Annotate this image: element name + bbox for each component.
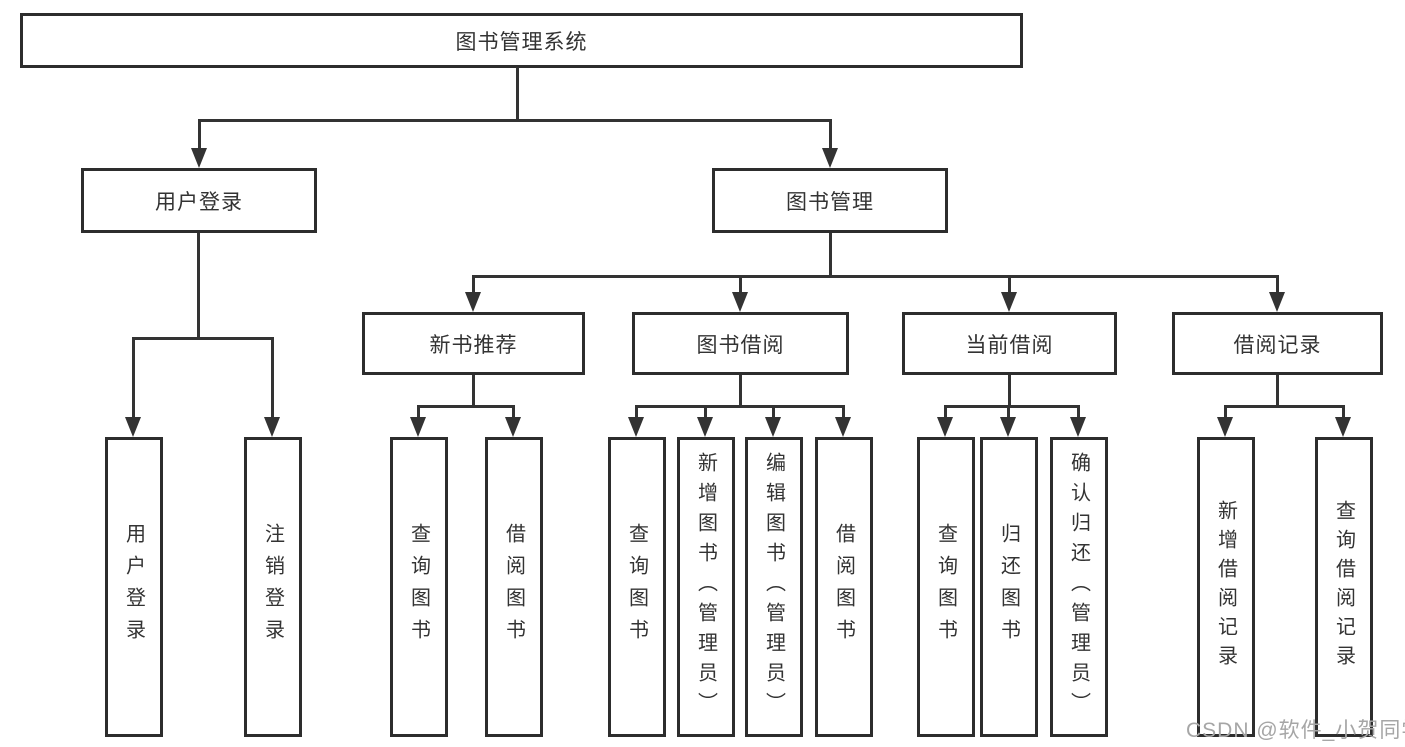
node-borrow-record-label: 借阅记录 [1233, 333, 1322, 357]
node-current-borrow: 当前借阅 [902, 312, 1117, 375]
node-book-borrow-label: 图书借阅 [696, 333, 785, 357]
leaf-add-borrow-record-label: 新增借阅记录 [1214, 500, 1237, 674]
arrow-down-icon [1000, 417, 1016, 437]
leaf-user-login: 用户登录 [105, 437, 163, 737]
arrow-down-icon [465, 292, 481, 312]
arrow-down-icon [937, 417, 953, 437]
connector-line [1077, 405, 1080, 421]
arrow-down-icon [835, 417, 851, 437]
arrow-down-icon [1001, 292, 1017, 312]
leaf-logout-label: 注销登录 [261, 523, 284, 651]
leaf-query-book-borrow: 查询图书 [608, 437, 666, 737]
connector-line [944, 405, 1080, 408]
node-user-login-label: 用户登录 [155, 190, 243, 214]
leaf-borrow-book-label: 借阅图书 [832, 523, 855, 651]
node-borrow-record: 借阅记录 [1172, 312, 1383, 375]
arrow-down-icon [628, 417, 644, 437]
connector-line [635, 405, 845, 408]
arrow-down-icon [125, 417, 141, 437]
leaf-add-book-admin-label: 新增图书（管理员） [694, 452, 717, 722]
connector-line [842, 405, 845, 421]
leaf-query-book-current: 查询图书 [917, 437, 975, 737]
connector-line [516, 67, 519, 119]
arrow-down-icon [1335, 417, 1351, 437]
leaf-add-book-admin: 新增图书（管理员） [677, 437, 735, 737]
connector-line [472, 275, 475, 295]
connector-line [417, 405, 420, 421]
node-book-management-label: 图书管理 [786, 190, 874, 214]
connector-line [829, 233, 832, 278]
connector-line [1224, 405, 1227, 421]
leaf-user-login-label: 用户登录 [122, 523, 145, 651]
leaf-confirm-return-admin-label: 确认归还（管理员） [1067, 452, 1090, 722]
connector-line [829, 119, 832, 151]
node-book-management: 图书管理 [712, 168, 948, 233]
node-user-login: 用户登录 [81, 168, 317, 233]
arrow-down-icon [191, 148, 207, 168]
csdn-watermark: CSDN @软件_小贺同学 [1186, 719, 1405, 742]
node-new-book-recommend-label: 新书推荐 [429, 333, 518, 357]
connector-line [197, 233, 200, 340]
connector-line [1342, 405, 1345, 421]
connector-line [472, 275, 1279, 278]
connector-line [198, 119, 832, 122]
leaf-query-book-current-label: 查询图书 [934, 523, 957, 651]
arrow-down-icon [1269, 292, 1285, 312]
leaf-edit-book-admin-label: 编辑图书（管理员） [762, 452, 785, 722]
arrow-down-icon [765, 417, 781, 437]
connector-line [1008, 375, 1011, 408]
connector-line [132, 337, 135, 419]
connector-line [739, 275, 742, 295]
leaf-query-book-borrow-label: 查询图书 [625, 523, 648, 651]
connector-line [772, 405, 775, 421]
node-book-borrow: 图书借阅 [632, 312, 849, 375]
connector-line [132, 337, 274, 340]
leaf-borrow-book-recommend: 借阅图书 [485, 437, 543, 737]
connector-line [1008, 275, 1011, 295]
connector-line [1007, 405, 1010, 421]
leaf-logout: 注销登录 [244, 437, 302, 737]
leaf-return-book-label: 归还图书 [997, 523, 1020, 651]
leaf-confirm-return-admin: 确认归还（管理员） [1050, 437, 1108, 737]
connector-line [1276, 275, 1279, 295]
connector-line [271, 337, 274, 419]
leaf-query-borrow-record-label: 查询借阅记录 [1332, 500, 1355, 674]
connector-line [1224, 405, 1345, 408]
connector-line [512, 405, 515, 421]
leaf-borrow-book-recommend-label: 借阅图书 [502, 523, 525, 651]
node-root-label: 图书管理系统 [455, 30, 588, 54]
node-root: 图书管理系统 [20, 13, 1023, 68]
leaf-query-book-recommend: 查询图书 [390, 437, 448, 737]
leaf-edit-book-admin: 编辑图书（管理员） [745, 437, 803, 737]
arrow-down-icon [410, 417, 426, 437]
connector-line [704, 405, 707, 421]
arrow-down-icon [505, 417, 521, 437]
connector-line [635, 405, 638, 421]
arrow-down-icon [732, 292, 748, 312]
arrow-down-icon [264, 417, 280, 437]
arrow-down-icon [697, 417, 713, 437]
leaf-return-book: 归还图书 [980, 437, 1038, 737]
node-current-borrow-label: 当前借阅 [965, 333, 1054, 357]
arrow-down-icon [1070, 417, 1086, 437]
leaf-query-borrow-record: 查询借阅记录 [1315, 437, 1373, 737]
connector-line [472, 375, 475, 408]
leaf-add-borrow-record: 新增借阅记录 [1197, 437, 1255, 737]
node-new-book-recommend: 新书推荐 [362, 312, 585, 375]
connector-line [1276, 375, 1279, 408]
connector-line [417, 405, 515, 408]
connector-line [739, 375, 742, 408]
connector-line [944, 405, 947, 421]
arrow-down-icon [822, 148, 838, 168]
arrow-down-icon [1217, 417, 1233, 437]
leaf-borrow-book: 借阅图书 [815, 437, 873, 737]
connector-line [198, 119, 201, 151]
leaf-query-book-recommend-label: 查询图书 [407, 523, 430, 651]
